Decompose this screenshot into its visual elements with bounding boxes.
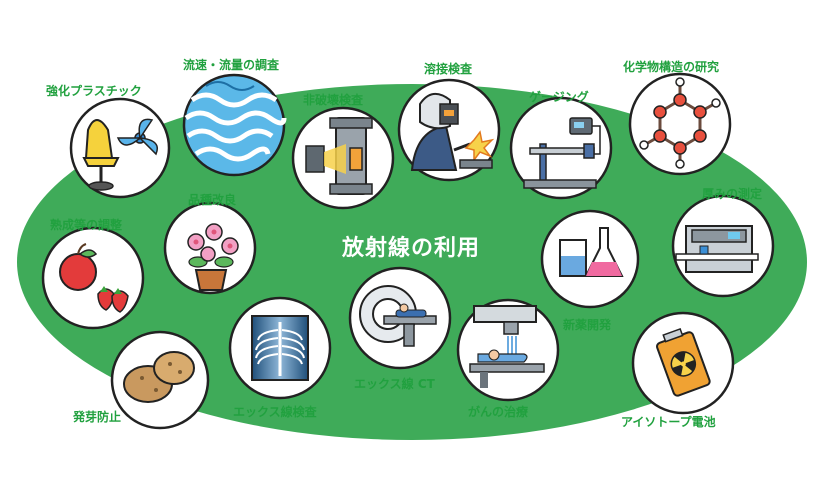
label-nondestructive-inspection: 非破壊検査 [303,93,364,107]
label-gauging: ゲージング [529,90,589,104]
label-sprout-prevention: 発芽防止 [73,410,122,424]
label-breeding: 品種改良 [188,193,237,207]
label-drug-development: 新薬開発 [563,318,612,332]
label-reinforced-plastic: 強化プラスチック [46,84,142,98]
label-ripening-adjustment: 熟成等の調整 [50,218,123,232]
fruit-icon [41,226,145,330]
radioactive-battery-icon [631,311,735,415]
pipe-inspection-icon [291,106,395,210]
radiotherapy-icon [456,298,560,402]
ct-scanner-icon [348,266,452,370]
label-xray-ct: エックス線 CT [354,377,435,391]
lab-flask-icon [540,209,640,309]
chair-fan-icon [69,97,171,199]
label-isotope-battery: アイソトープ電池 [621,415,716,429]
gauge-device-icon [509,96,613,200]
molecule-icon [628,72,732,176]
label-cancer-treatment: がんの治療 [468,405,529,419]
water-flow-icon [182,73,287,177]
label-flow-survey: 流速・流量の調査 [183,58,280,72]
welder-icon [397,78,501,182]
flower-pot-icon [163,201,257,295]
diagram-title: 放射線の利用 [341,236,480,261]
label-thickness-measurement: 厚みの測定 [702,187,763,201]
label-xray-inspection: エックス線検査 [233,405,317,419]
thickness-machine-icon [671,194,775,298]
label-chemical-structure: 化学物構造の研究 [623,60,720,74]
label-welding-inspection: 溶接検査 [424,62,473,76]
background-oval [17,84,807,440]
potato-icon [110,330,210,430]
chest-xray-icon [228,296,332,400]
